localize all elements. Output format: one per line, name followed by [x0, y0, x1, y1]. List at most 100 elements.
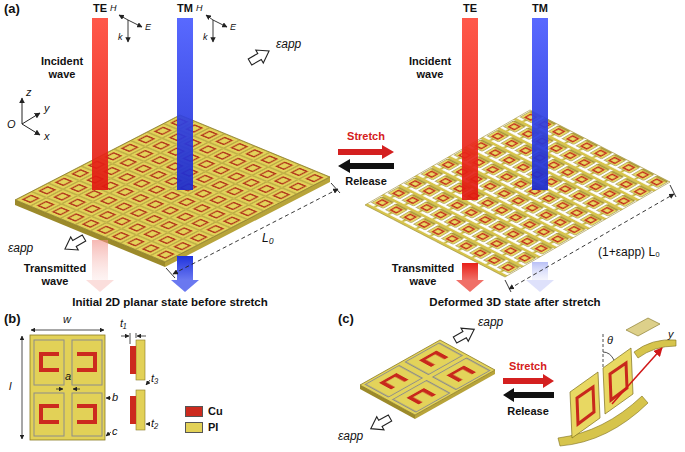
- deformed-cell-part: [603, 348, 633, 414]
- dimension-label: t₂: [151, 417, 158, 429]
- stretch-release-arrows-part: [503, 388, 554, 402]
- stretch-release-arrows-part: [338, 159, 394, 173]
- cell-dimensions-part: [31, 330, 104, 331]
- panel-label: (b): [4, 311, 21, 326]
- wave-beams-part: [177, 18, 193, 190]
- wave-beams-part: [526, 280, 554, 292]
- deformed-cell-part: [626, 318, 660, 336]
- wave-beams-part: [462, 18, 478, 200]
- wave-label-box: Transmitted wave: [22, 262, 88, 287]
- polarization-label: TM: [177, 2, 193, 14]
- legend-entry: PI: [185, 421, 218, 433]
- cross-section-part: [130, 396, 136, 424]
- dimension-label: t₃: [151, 372, 158, 384]
- field-triad: [119, 15, 227, 42]
- strain-arrow: [367, 323, 478, 435]
- wave-label-box: Incident wave: [402, 55, 458, 80]
- cell-dimensions-part: [106, 398, 111, 399]
- field-triad-part: [128, 20, 142, 27]
- wave-beams-part: [171, 280, 199, 292]
- axis-label-box: y: [668, 328, 674, 341]
- dimension-label-box: (1+εapp) L₀: [598, 246, 660, 260]
- wave-beams-part: [456, 280, 484, 292]
- axis-label-box: y: [44, 102, 50, 115]
- unit-cell-part: [77, 404, 97, 424]
- dimension-label-box: t₃: [151, 372, 158, 385]
- action-label: Stretch: [347, 130, 385, 142]
- deformed-cell-part: [603, 352, 614, 360]
- field-label: k: [118, 32, 123, 42]
- field-label-box: k: [203, 32, 208, 42]
- deformed-cell-part: [610, 363, 627, 400]
- dimension-label: c: [112, 425, 118, 437]
- deformed-cell-part: [570, 372, 600, 438]
- dimension-label: t₁: [120, 317, 127, 329]
- unit-cell-part: [34, 340, 64, 385]
- wave-beams-part: [92, 240, 108, 280]
- legend-swatch: [185, 422, 203, 433]
- field-triad-part: [213, 20, 227, 27]
- dimension-label-box: b: [112, 391, 118, 404]
- cross-section-part: [136, 340, 145, 380]
- dimension-label-box: t₁: [120, 317, 127, 330]
- legend-text: PI: [208, 421, 218, 433]
- angle-label-box: θ: [607, 334, 613, 347]
- planar-sheet-part: [15, 115, 330, 262]
- deformed-cell-part: [603, 334, 604, 368]
- legend-text: Cu: [208, 405, 223, 417]
- stretch-release-arrows-part: [503, 374, 554, 388]
- polarization-label-box: TM: [532, 2, 548, 15]
- dimension-label: (1+εapp) L₀: [598, 245, 660, 259]
- axis-label: x: [44, 130, 50, 142]
- strain-label-box: εapp: [338, 430, 363, 444]
- length-dimension-part: [173, 189, 338, 274]
- action-label: Release: [507, 405, 549, 417]
- wave-label: Transmitted wave: [392, 262, 454, 287]
- unit-cell-part: [77, 352, 97, 372]
- dimension-label-box: l: [9, 380, 11, 393]
- field-label-box: E: [230, 22, 236, 32]
- dimension-label-box: t₂: [151, 417, 158, 430]
- cross-section-part: [136, 390, 145, 430]
- legend-swatch: [185, 406, 203, 417]
- dimension-label-box: a: [65, 370, 71, 383]
- strain-arrow-part: [451, 323, 478, 347]
- strain-label: εapp: [338, 429, 363, 443]
- length-dimension-part: [166, 268, 175, 278]
- field-label: H: [110, 3, 117, 13]
- polarization-label: TM: [532, 2, 548, 14]
- flat-cell: [360, 340, 495, 419]
- polarization-label-box: TE: [463, 2, 477, 15]
- polarization-label-box: TE: [93, 2, 107, 15]
- polarization-label-box: TM: [177, 2, 193, 15]
- deformed-sheet-part: [365, 110, 670, 277]
- wave-beams-part: [532, 18, 548, 190]
- state-caption-box: Deformed 3D state after stretch: [429, 296, 600, 309]
- cell-dimensions-part: [22, 336, 23, 439]
- unit-cell-part: [72, 340, 102, 385]
- unit-cell-part: [39, 352, 59, 372]
- dimension-label: l: [9, 380, 11, 392]
- field-triad-part: [119, 15, 128, 20]
- length-dimension-part: [509, 194, 674, 289]
- deformed-cell: [558, 318, 676, 446]
- cell-dimensions-part: [73, 389, 80, 390]
- state-caption-box: Initial 2D planar state before stretch: [72, 296, 268, 309]
- cross-section: [130, 340, 145, 430]
- axis-label: y: [668, 328, 674, 340]
- axis-label-box: x: [44, 130, 50, 143]
- field-label: E: [230, 22, 236, 32]
- wave-label: Incident wave: [41, 55, 83, 80]
- action-label: Release: [345, 175, 387, 187]
- strain-label: εapp: [478, 315, 503, 329]
- axes-part: [22, 113, 40, 124]
- wave-label-box: Incident wave: [36, 55, 88, 80]
- field-label: H: [196, 3, 203, 13]
- action-label: Stretch: [509, 360, 547, 372]
- strain-label: εapp: [8, 241, 33, 255]
- polarization-label: TE: [93, 2, 107, 14]
- unit-cell: [30, 335, 105, 440]
- action-label-box: Release: [345, 175, 387, 188]
